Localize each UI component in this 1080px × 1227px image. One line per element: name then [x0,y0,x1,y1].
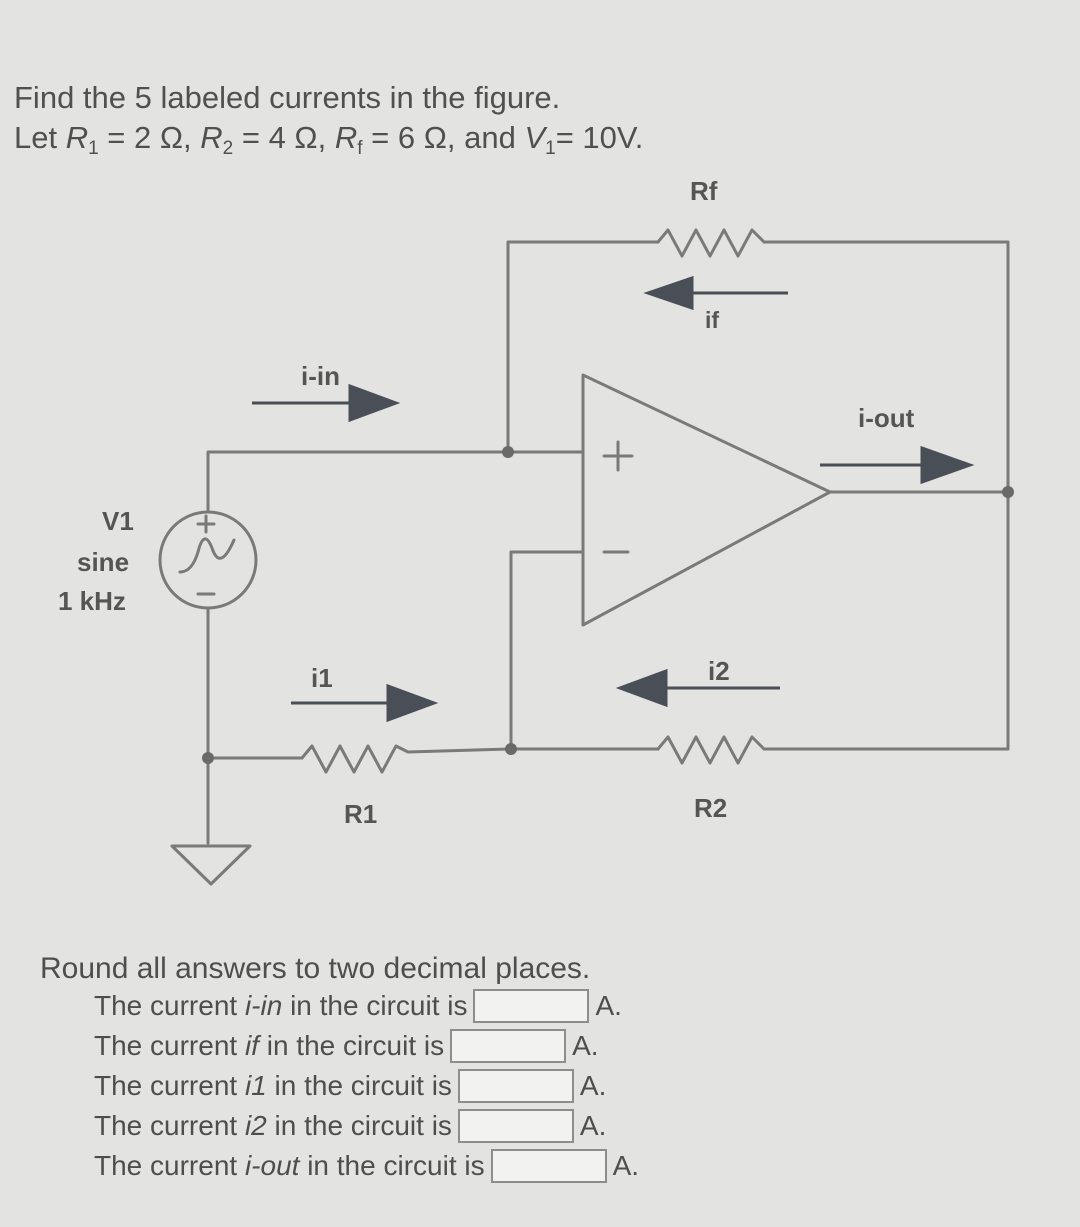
i1-label: i1 [311,663,333,693]
i1-arrowhead-icon [386,683,439,723]
rf-subscript: f [357,138,363,159]
r2-symbol: R [200,120,223,155]
answer-row-i1: The current i1 in the circuit is A. [94,1066,606,1106]
i2-arrowhead-icon [615,668,668,708]
ground-icon [170,844,252,886]
source-plus-icon [196,514,216,534]
r2-resistor [656,735,766,765]
r2-label: R2 [694,793,727,823]
answer-question: The current i-out in the circuit is [94,1150,485,1181]
r1-resistor [300,744,513,774]
i-out-answer-input[interactable] [490,1149,607,1183]
answer-unit: A. [579,1070,607,1101]
r2-value: = 4 Ω, [233,120,335,155]
rounding-note: Round all answers to two decimal places. [40,952,591,985]
wire-feedback-right [762,240,1010,746]
wire-feedback-left [506,240,660,454]
i2-answer-input[interactable] [457,1109,574,1143]
sine-label: sine [77,547,129,577]
junction-dot [502,446,514,458]
junction-dot [505,743,517,755]
if-answer-input[interactable] [450,1029,567,1063]
circuit-diagram: Rf if i-in i-out V1 sine 1 kHz i1 i2 R1 … [58,176,1014,886]
rf-value: = 6 Ω, and [362,120,525,155]
answer-question: The current i2 in the circuit is [94,1110,452,1141]
answer-row-if: The current if in the circuit is A. [94,1026,599,1066]
r1-subscript: 1 [88,138,99,159]
i-in-arrowhead-icon [348,383,401,423]
problem-line-1: Find the 5 labeled currents in the figur… [14,80,560,116]
opamp-plus-icon [602,440,634,472]
r1-symbol: R [65,120,89,155]
junction-dot [1002,486,1014,498]
answer-row-i-out: The current i-out in the circuit is A. [94,1146,639,1186]
i-out-label: i-out [858,403,915,433]
op-amp [581,373,832,627]
r1-value: = 2 Ω, [98,120,201,155]
rf-label: Rf [690,176,718,206]
problem-instruction: Find the 5 labeled currents in the figur… [14,80,561,115]
i2-label: i2 [708,656,730,686]
problem-line-2: Let R1 = 2 Ω, R2 = 4 Ω, Rf = 6 Ω, and V1… [14,120,643,160]
wire-input [206,450,585,514]
answer-question: The current if in the circuit is [94,1030,445,1061]
i-out-arrowhead-icon [920,445,975,485]
v1-subscript: 1 [545,138,556,159]
wire-noninverting [509,550,585,751]
answer-unit: A. [612,1150,640,1181]
answer-row-i2: The current i2 in the circuit is A. [94,1106,606,1146]
if-arrowhead-icon [643,275,694,311]
answer-unit: A. [572,1030,599,1061]
sine-wave-icon [178,537,236,574]
answer-row-i-in: The current i-in in the circuit is A. [94,986,622,1026]
answer-question: The current i-in in the circuit is [94,990,468,1021]
i1-answer-input[interactable] [457,1069,574,1103]
r1-label: R1 [344,799,377,829]
i-in-answer-input[interactable] [473,989,590,1023]
rf-resistor [656,228,766,258]
v1-label: V1 [102,506,134,536]
answer-unit: A. [579,1110,607,1141]
junction-dot [202,752,214,764]
frequency-label: 1 kHz [58,586,126,616]
i-in-label: i-in [301,361,340,391]
if-label: if [705,307,719,333]
given-prefix: Let [14,120,66,155]
v1-value: = 10V. [555,120,644,155]
r2-subscript: 2 [222,138,234,159]
answer-question: The current i1 in the circuit is [94,1070,452,1101]
answer-unit: A. [595,990,622,1021]
sine-source-icon [158,510,258,610]
v1-symbol: V [524,120,546,155]
wire-r2-right [762,742,1010,751]
rf-symbol: R [334,120,358,155]
